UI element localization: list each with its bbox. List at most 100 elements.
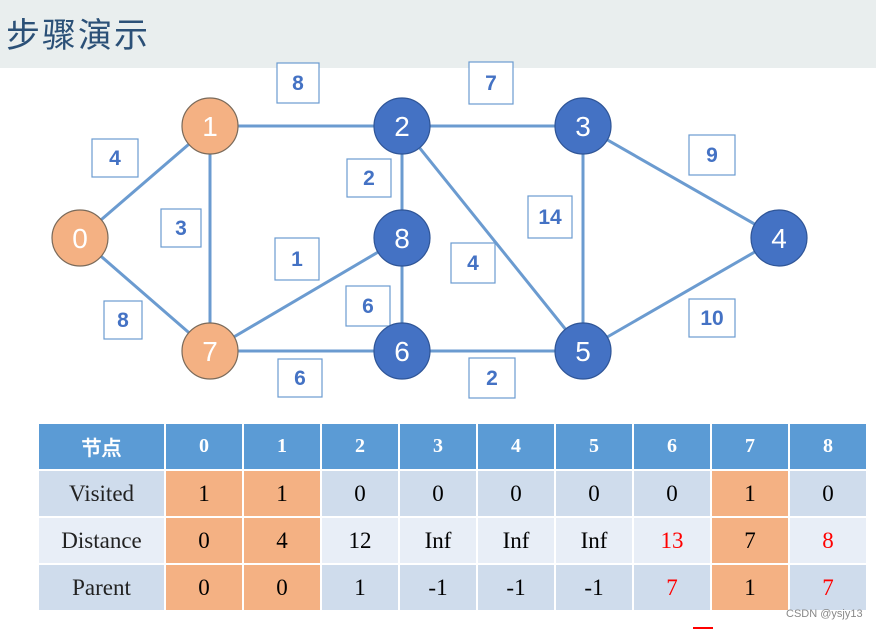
column-header-4: 4 — [478, 424, 554, 469]
edge-7-8 — [209, 236, 403, 353]
edge-0-7 — [79, 236, 211, 353]
edge-weight-4-5: 10 — [688, 298, 736, 338]
node-label: 2 — [394, 111, 410, 142]
table-cell: 7 — [790, 565, 866, 610]
table-cell: 0 — [322, 471, 398, 516]
table-cell: 0 — [400, 471, 476, 516]
column-header-2: 2 — [322, 424, 398, 469]
table-cell: 7 — [634, 565, 710, 610]
table-cell: -1 — [556, 565, 632, 610]
title-bar: 步骤演示 — [0, 0, 876, 68]
table-cell: 0 — [634, 471, 710, 516]
edge-2-5 — [400, 125, 585, 352]
table-cell: 0 — [478, 471, 554, 516]
node-4: 4 — [750, 209, 808, 267]
row-label: Distance — [39, 518, 164, 563]
column-header-8: 8 — [790, 424, 866, 469]
edge-weight-label: 3 — [175, 217, 187, 240]
column-header-5: 5 — [556, 424, 632, 469]
edge-weight-2-5: 4 — [450, 242, 496, 284]
table-cell: 1 — [244, 471, 320, 516]
edge-3-4 — [582, 124, 780, 240]
edge-weight-3-5: 14 — [527, 195, 573, 239]
node-5: 5 — [554, 322, 612, 380]
table-cell: 13 — [634, 518, 710, 563]
node-8: 8 — [373, 209, 431, 267]
table-cell: 12 — [322, 518, 398, 563]
node-label: 4 — [771, 223, 787, 254]
edge-weight-6-7: 6 — [277, 358, 323, 398]
edge-weight-label: 10 — [700, 307, 723, 330]
edge-weight-0-7: 8 — [103, 300, 143, 340]
edge-weight-1-7: 3 — [160, 208, 202, 248]
edge-weight-label: 1 — [291, 248, 303, 271]
table-cell: 7 — [712, 518, 788, 563]
table-cell: 1 — [712, 565, 788, 610]
edge-weight-5-6: 2 — [468, 357, 516, 399]
edge-weight-label: 8 — [292, 72, 304, 95]
column-header-0: 0 — [166, 424, 242, 469]
table-cell: 0 — [790, 471, 866, 516]
table-cell: 1 — [166, 471, 242, 516]
node-7: 7 — [181, 322, 239, 380]
node-2: 2 — [373, 97, 431, 155]
edge-weight-label: 6 — [294, 367, 306, 390]
edge-weight-label: 14 — [538, 206, 562, 229]
column-header-7: 7 — [712, 424, 788, 469]
edge-weight-label: 4 — [467, 252, 479, 275]
edge-weight-0-1: 4 — [91, 138, 139, 178]
edge-weight-label: 9 — [706, 144, 718, 167]
column-header-1: 1 — [244, 424, 320, 469]
edge-weight-7-8: 1 — [274, 237, 320, 281]
table-cell: 0 — [166, 518, 242, 563]
node-label: 3 — [575, 111, 591, 142]
table-cell: Inf — [478, 518, 554, 563]
edge-weight-2-8: 2 — [346, 158, 392, 198]
node-6: 6 — [373, 322, 431, 380]
node-label: 1 — [202, 111, 218, 142]
table-cell: -1 — [400, 565, 476, 610]
edge-weight-label: 4 — [109, 147, 121, 170]
edge-weight-label: 8 — [117, 309, 129, 332]
watermark: CSDN @ysjy13 — [786, 608, 863, 620]
node-label: 6 — [394, 336, 410, 367]
table-cell: 1 — [322, 565, 398, 610]
table-cell: 4 — [244, 518, 320, 563]
node-label: 7 — [202, 336, 218, 367]
node-3: 3 — [554, 97, 612, 155]
page-title: 步骤演示 — [6, 16, 150, 56]
table-cell: -1 — [478, 565, 554, 610]
table-header-label: 节点 — [39, 424, 164, 469]
node-label: 5 — [575, 336, 591, 367]
node-0: 0 — [51, 209, 109, 267]
node-label: 0 — [72, 223, 88, 254]
edge-weight-label: 7 — [485, 72, 497, 95]
edge-weight-label: 2 — [486, 367, 498, 390]
column-header-3: 3 — [400, 424, 476, 469]
table-cell: 0 — [556, 471, 632, 516]
column-header-6: 6 — [634, 424, 710, 469]
table-cell: Inf — [400, 518, 476, 563]
edge-weight-3-4: 9 — [688, 134, 736, 176]
table-cell: Inf — [556, 518, 632, 563]
table-cell: 8 — [790, 518, 866, 563]
edge-4-5 — [582, 236, 780, 353]
node-label: 8 — [394, 223, 410, 254]
red-mark — [693, 627, 713, 629]
table-cell: 1 — [712, 471, 788, 516]
edge-weight-6-8: 6 — [345, 285, 391, 327]
row-label: Parent — [39, 565, 164, 610]
edge-weight-2-3: 7 — [468, 61, 514, 105]
row-label: Visited — [39, 471, 164, 516]
table-cell: 0 — [166, 565, 242, 610]
node-1: 1 — [181, 97, 239, 155]
edge-weight-1-2: 8 — [276, 62, 320, 104]
edge-weight-label: 6 — [362, 295, 374, 318]
edge-weight-label: 2 — [363, 167, 375, 190]
